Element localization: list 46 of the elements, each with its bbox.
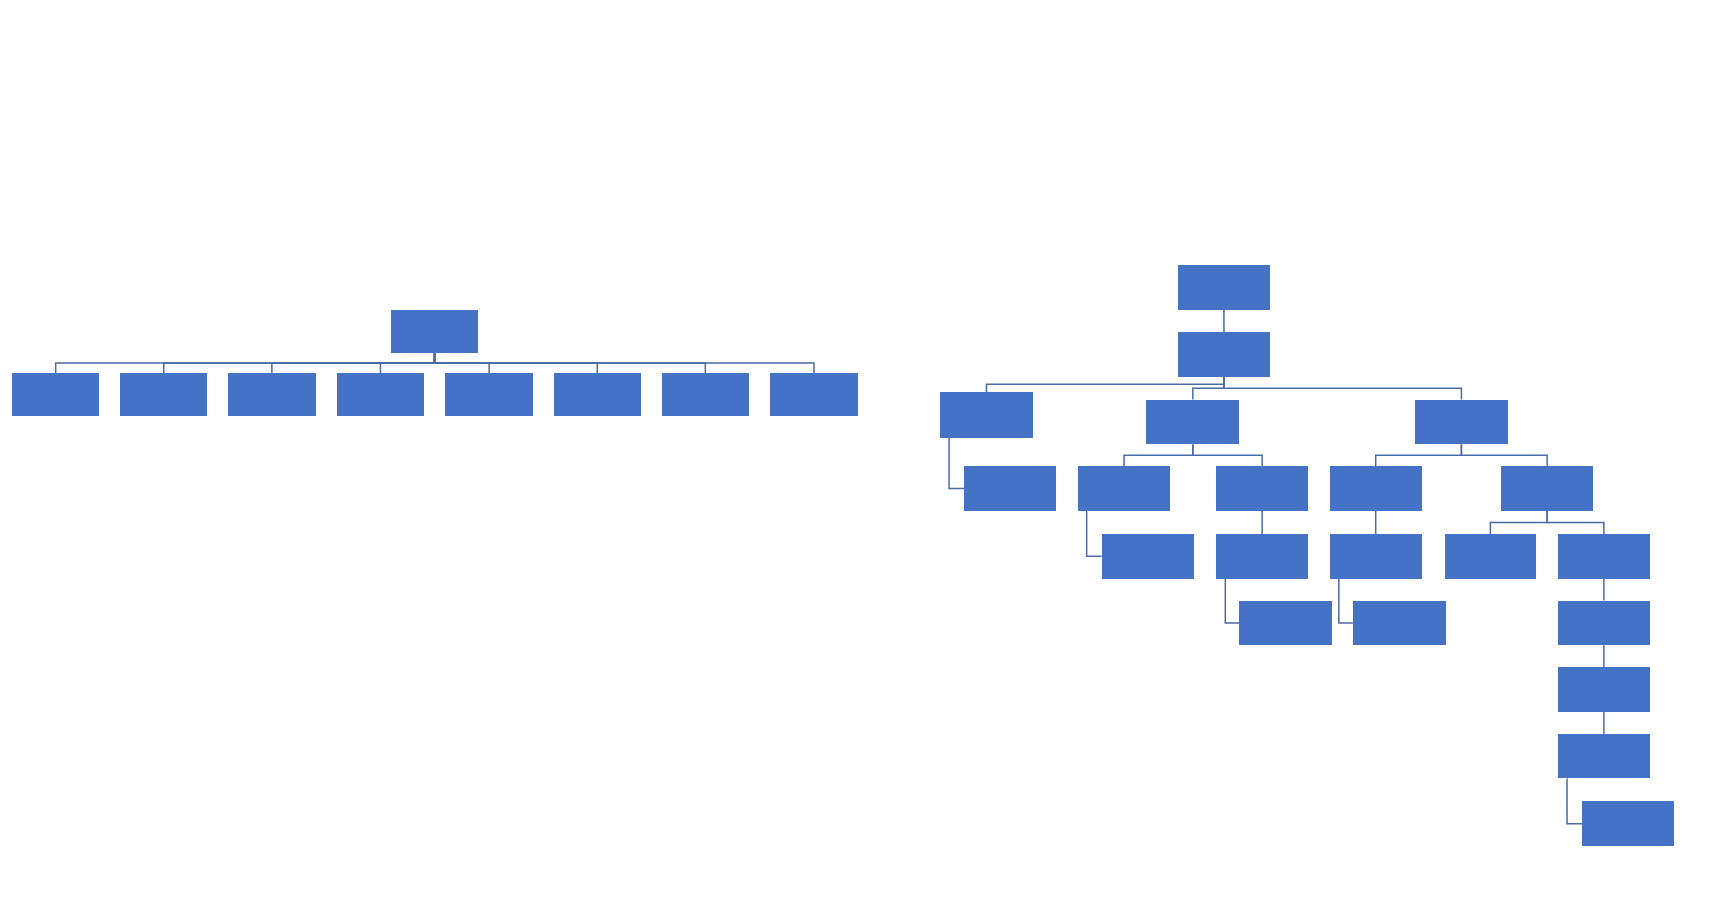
- org-chart-box: [1558, 733, 1650, 779]
- org-chart-box: [940, 391, 1033, 438]
- connector-line: [1460, 443, 1548, 467]
- org-chart-box: [1329, 466, 1422, 511]
- org-chart-box: [1582, 801, 1674, 847]
- connector-line: [1223, 375, 1463, 401]
- org-chart-box: [1216, 533, 1308, 579]
- org-chart-box: [661, 373, 749, 416]
- org-chart-box: [1558, 667, 1650, 712]
- org-chart-box: [1216, 466, 1308, 511]
- connector-line: [1603, 644, 1605, 668]
- org-chart-box: [1558, 600, 1650, 646]
- connector-line: [433, 351, 815, 375]
- org-chart-box: [1352, 600, 1446, 646]
- connector-line: [1261, 510, 1263, 535]
- org-chart-box: [390, 310, 479, 353]
- org-chart-box: [553, 373, 641, 416]
- org-chart-box: [1146, 399, 1240, 445]
- connector-line: [1374, 510, 1377, 535]
- org-chart-box: [1558, 533, 1650, 579]
- org-chart-box: [1329, 533, 1422, 579]
- connector-line: [1224, 577, 1240, 624]
- org-chart-box: [228, 373, 316, 416]
- org-chart-box: [1178, 265, 1270, 311]
- org-chart-box: [1101, 533, 1195, 579]
- org-chart-box: [12, 373, 100, 416]
- connector-line: [1223, 309, 1225, 333]
- connector-line: [948, 437, 965, 490]
- org-chart-box: [1444, 533, 1537, 579]
- connector-line: [1603, 711, 1605, 735]
- connector-line: [1338, 577, 1354, 624]
- connector-line: [1085, 510, 1103, 558]
- connector-line: [1566, 777, 1583, 825]
- org-chart-box: [1178, 331, 1270, 377]
- org-chart-box: [1077, 466, 1171, 511]
- org-chart-box: [964, 466, 1056, 511]
- connector-line: [1546, 510, 1605, 535]
- org-chart-box: [445, 373, 533, 416]
- org-chart-box: [120, 373, 208, 416]
- connector-line: [1603, 577, 1605, 602]
- org-chart-box: [1415, 399, 1508, 445]
- connector-line: [1192, 443, 1263, 467]
- org-chart-box: [1239, 600, 1333, 646]
- org-chart-box: [337, 373, 424, 416]
- org-chart-box: [1501, 466, 1593, 511]
- org-chart-box: [769, 373, 859, 416]
